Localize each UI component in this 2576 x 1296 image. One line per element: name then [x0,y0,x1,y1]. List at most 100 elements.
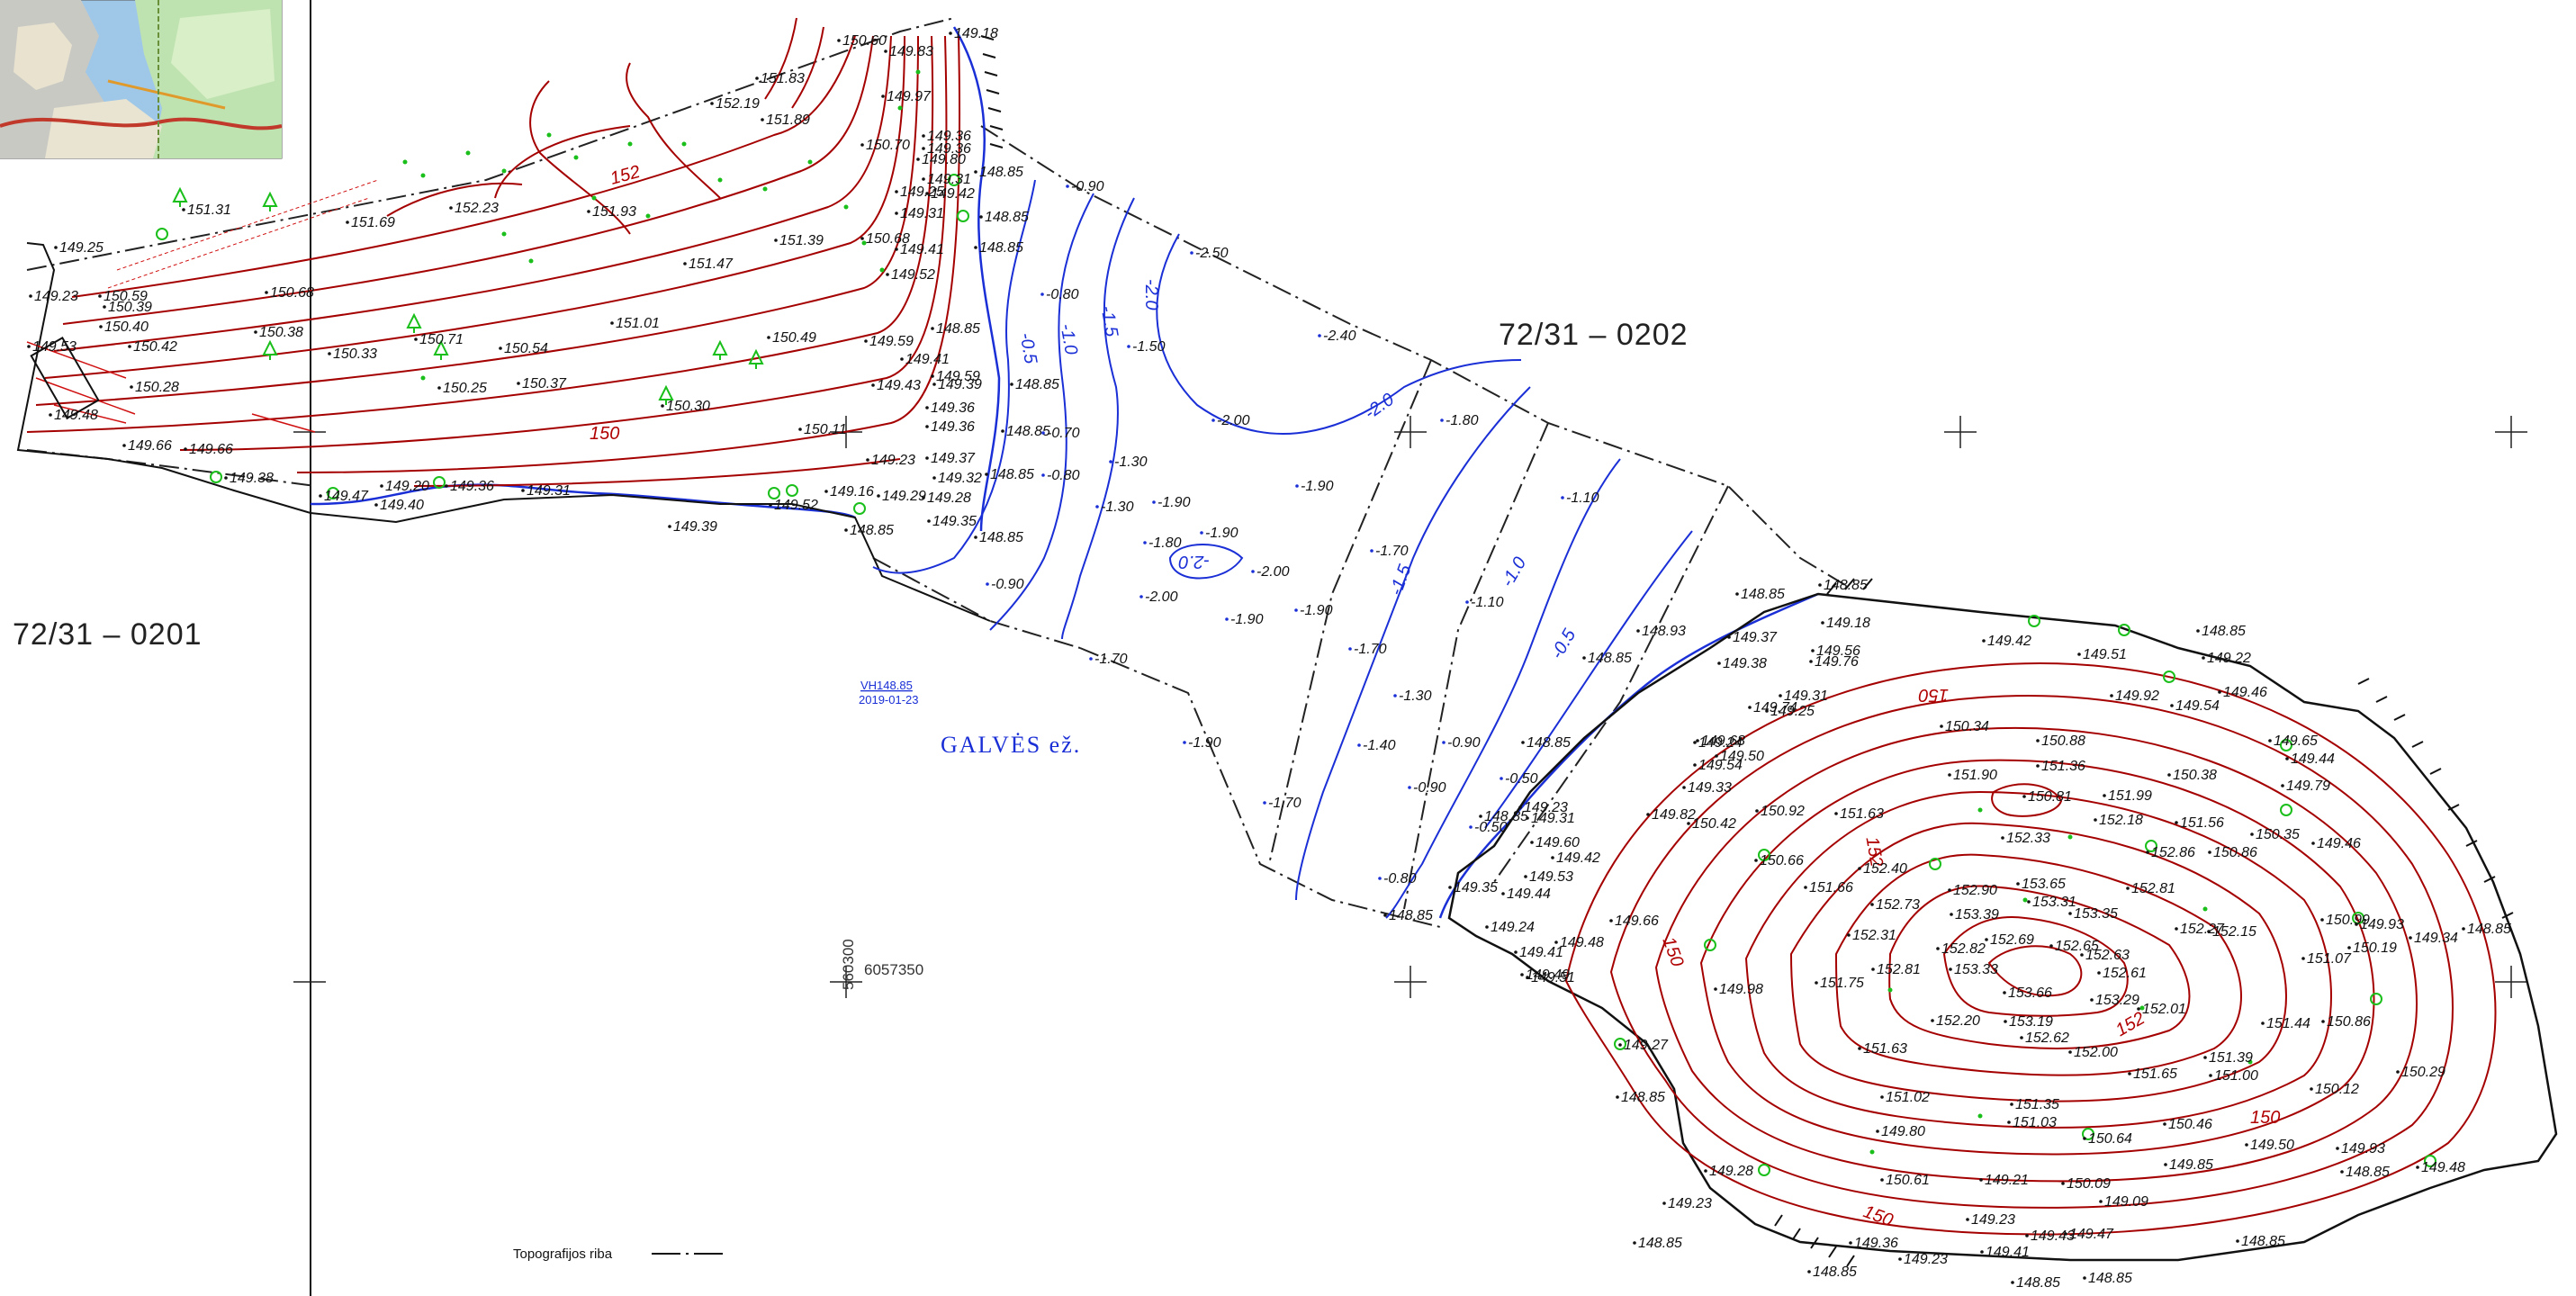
spot-height-label: 150.66 [1760,853,1804,868]
spot-height-label: 149.80 [1881,1124,1925,1139]
spot-height-label: 149.39 [673,519,717,535]
spot-height-label: 149.22 [2207,651,2251,666]
contour-label: 150 [1658,934,1687,969]
spot-height-label-dot [1982,639,1986,643]
spot-height-label: 151.65 [2133,1066,2177,1082]
spot-height-label: 151.63 [1840,806,1884,822]
depth-point-label: -1.90 [1301,479,1334,494]
spot-height-label-dot [931,374,934,378]
spot-height-label-dot [1609,919,1613,922]
spot-height-label-dot [1880,1178,1884,1182]
spot-height-label: 151.03 [2013,1115,2057,1130]
spot-height-label: 150.09 [2067,1176,2111,1192]
spot-height-label-dot [1662,1202,1666,1205]
spot-height-label-dot [98,294,102,298]
spot-height-label-dot [1687,822,1690,825]
spot-height-label: 151.66 [1809,880,1853,896]
spot-height-label: 151.63 [1863,1041,1907,1057]
spot-height-label: 149.93 [2360,917,2404,932]
depth-point-label-dot [1357,743,1361,747]
spot-height-label-dot [2170,704,2174,707]
spot-height-label-dot [2094,818,2097,822]
spot-height-label: 151.39 [2209,1050,2253,1066]
spot-height-label-dot [2001,836,2004,840]
depth-point-label-dot [1500,777,1503,780]
depth-point-label: -1.70 [1094,652,1128,667]
spot-height-label: 150.49 [772,330,816,346]
depth-contours [872,179,1693,919]
water-level-value: VH148.85 [860,679,913,692]
spot-height-label-dot [1582,656,1586,660]
spot-height-label-dot [2146,850,2149,854]
spot-height-label: 153.31 [2032,895,2076,910]
spot-height-label-dot [128,345,131,348]
spot-height-label-dot [886,273,889,276]
spot-height-label-dot [1514,950,1518,954]
spot-height-label-dot [2209,1074,2212,1077]
spot-height-label: 149.54 [2175,698,2220,714]
depth-point-label: -1.30 [1114,454,1148,470]
spot-height-label-dot [2126,886,2130,890]
spot-height-label-dot [1754,859,1758,862]
spot-height-label: 149.27 [1624,1038,1669,1053]
depth-point-label: -0.90 [991,577,1024,592]
spot-height-label-dot [1554,940,1558,944]
spot-height-label: 148.85 [1741,587,1785,602]
spot-height-label-dot [2090,998,2094,1002]
spot-height-label: 152.82 [1941,941,1986,957]
spot-height-label: 150.30 [666,399,710,414]
spot-height-label-dot [2003,991,2006,994]
spot-height-label: 152.61 [2103,966,2147,981]
spot-height-label-dot [521,489,525,492]
spot-height-label-dot [925,456,929,460]
spot-height-label-dot [1696,739,1699,742]
spot-height-label: 148.85 [1824,578,1868,593]
spot-height-label: 152.63 [2085,948,2130,963]
spot-height-label-dot [2080,953,2084,957]
spot-height-label: 149.43 [2031,1228,2075,1244]
spot-height-label: 151.47 [689,256,734,272]
spot-height-label-dot [925,406,929,410]
spot-height-label: 149.31 [1784,688,1828,704]
spot-height-label: 148.85 [1484,809,1528,824]
spot-height-label-dot [1880,1095,1884,1099]
spot-height-label-dot [824,490,828,493]
spot-height-label-dot [1979,1178,1983,1182]
depth-point-label: -1.90 [1230,612,1264,627]
spot-height-label-dot [1804,886,1807,889]
spot-height-label: 149.28 [1709,1164,1753,1179]
spot-height-label: 149.31 [900,206,944,221]
spot-height-label-dot [1383,914,1387,917]
spot-height-label: 149.44 [1507,886,1551,902]
spot-height-label: 149.53 [1529,869,1573,885]
depth-point-label: -1.30 [1101,500,1134,515]
spot-height-label-dot [2099,1200,2103,1203]
spot-height-label: 148.93 [1642,624,1686,639]
spot-height-label: 149.09 [2104,1194,2148,1210]
spot-height-label: 149.38 [1723,656,1767,671]
spot-height-label-dot [1818,583,1822,587]
spot-height-label-dot [895,212,898,215]
spot-height-label: 152.73 [1876,897,1920,913]
spot-height-label-dot [54,246,58,249]
spot-height-label-dot [2068,1050,2072,1054]
spot-height-label: 151.36 [2041,759,2085,774]
spot-height-label-dot [2064,1232,2067,1236]
spot-height-label-dot [2097,971,2101,975]
spot-height-label: 151.89 [766,112,810,128]
depth-point-label-dot [1295,484,1299,488]
spot-height-label: 151.31 [187,202,231,218]
inset-location-map[interactable] [0,0,283,159]
spot-height-label-dot [1526,816,1529,820]
contour-label: 152 [608,162,643,189]
spot-height-label-dot [2077,652,2081,656]
spot-height-label: 152.69 [1990,932,2034,948]
spot-height-label-dot [2396,1070,2400,1074]
spot-height-label: 150.54 [504,341,548,356]
depth-point-label-dot [1318,334,1321,338]
spot-height-label: 149.80 [922,152,966,167]
spot-height-label: 149.42 [1556,850,1600,866]
spot-height-label-dot [1755,809,1759,813]
spot-height-label: 148.85 [1621,1090,1665,1105]
depth-point-label-dot [1127,345,1130,348]
